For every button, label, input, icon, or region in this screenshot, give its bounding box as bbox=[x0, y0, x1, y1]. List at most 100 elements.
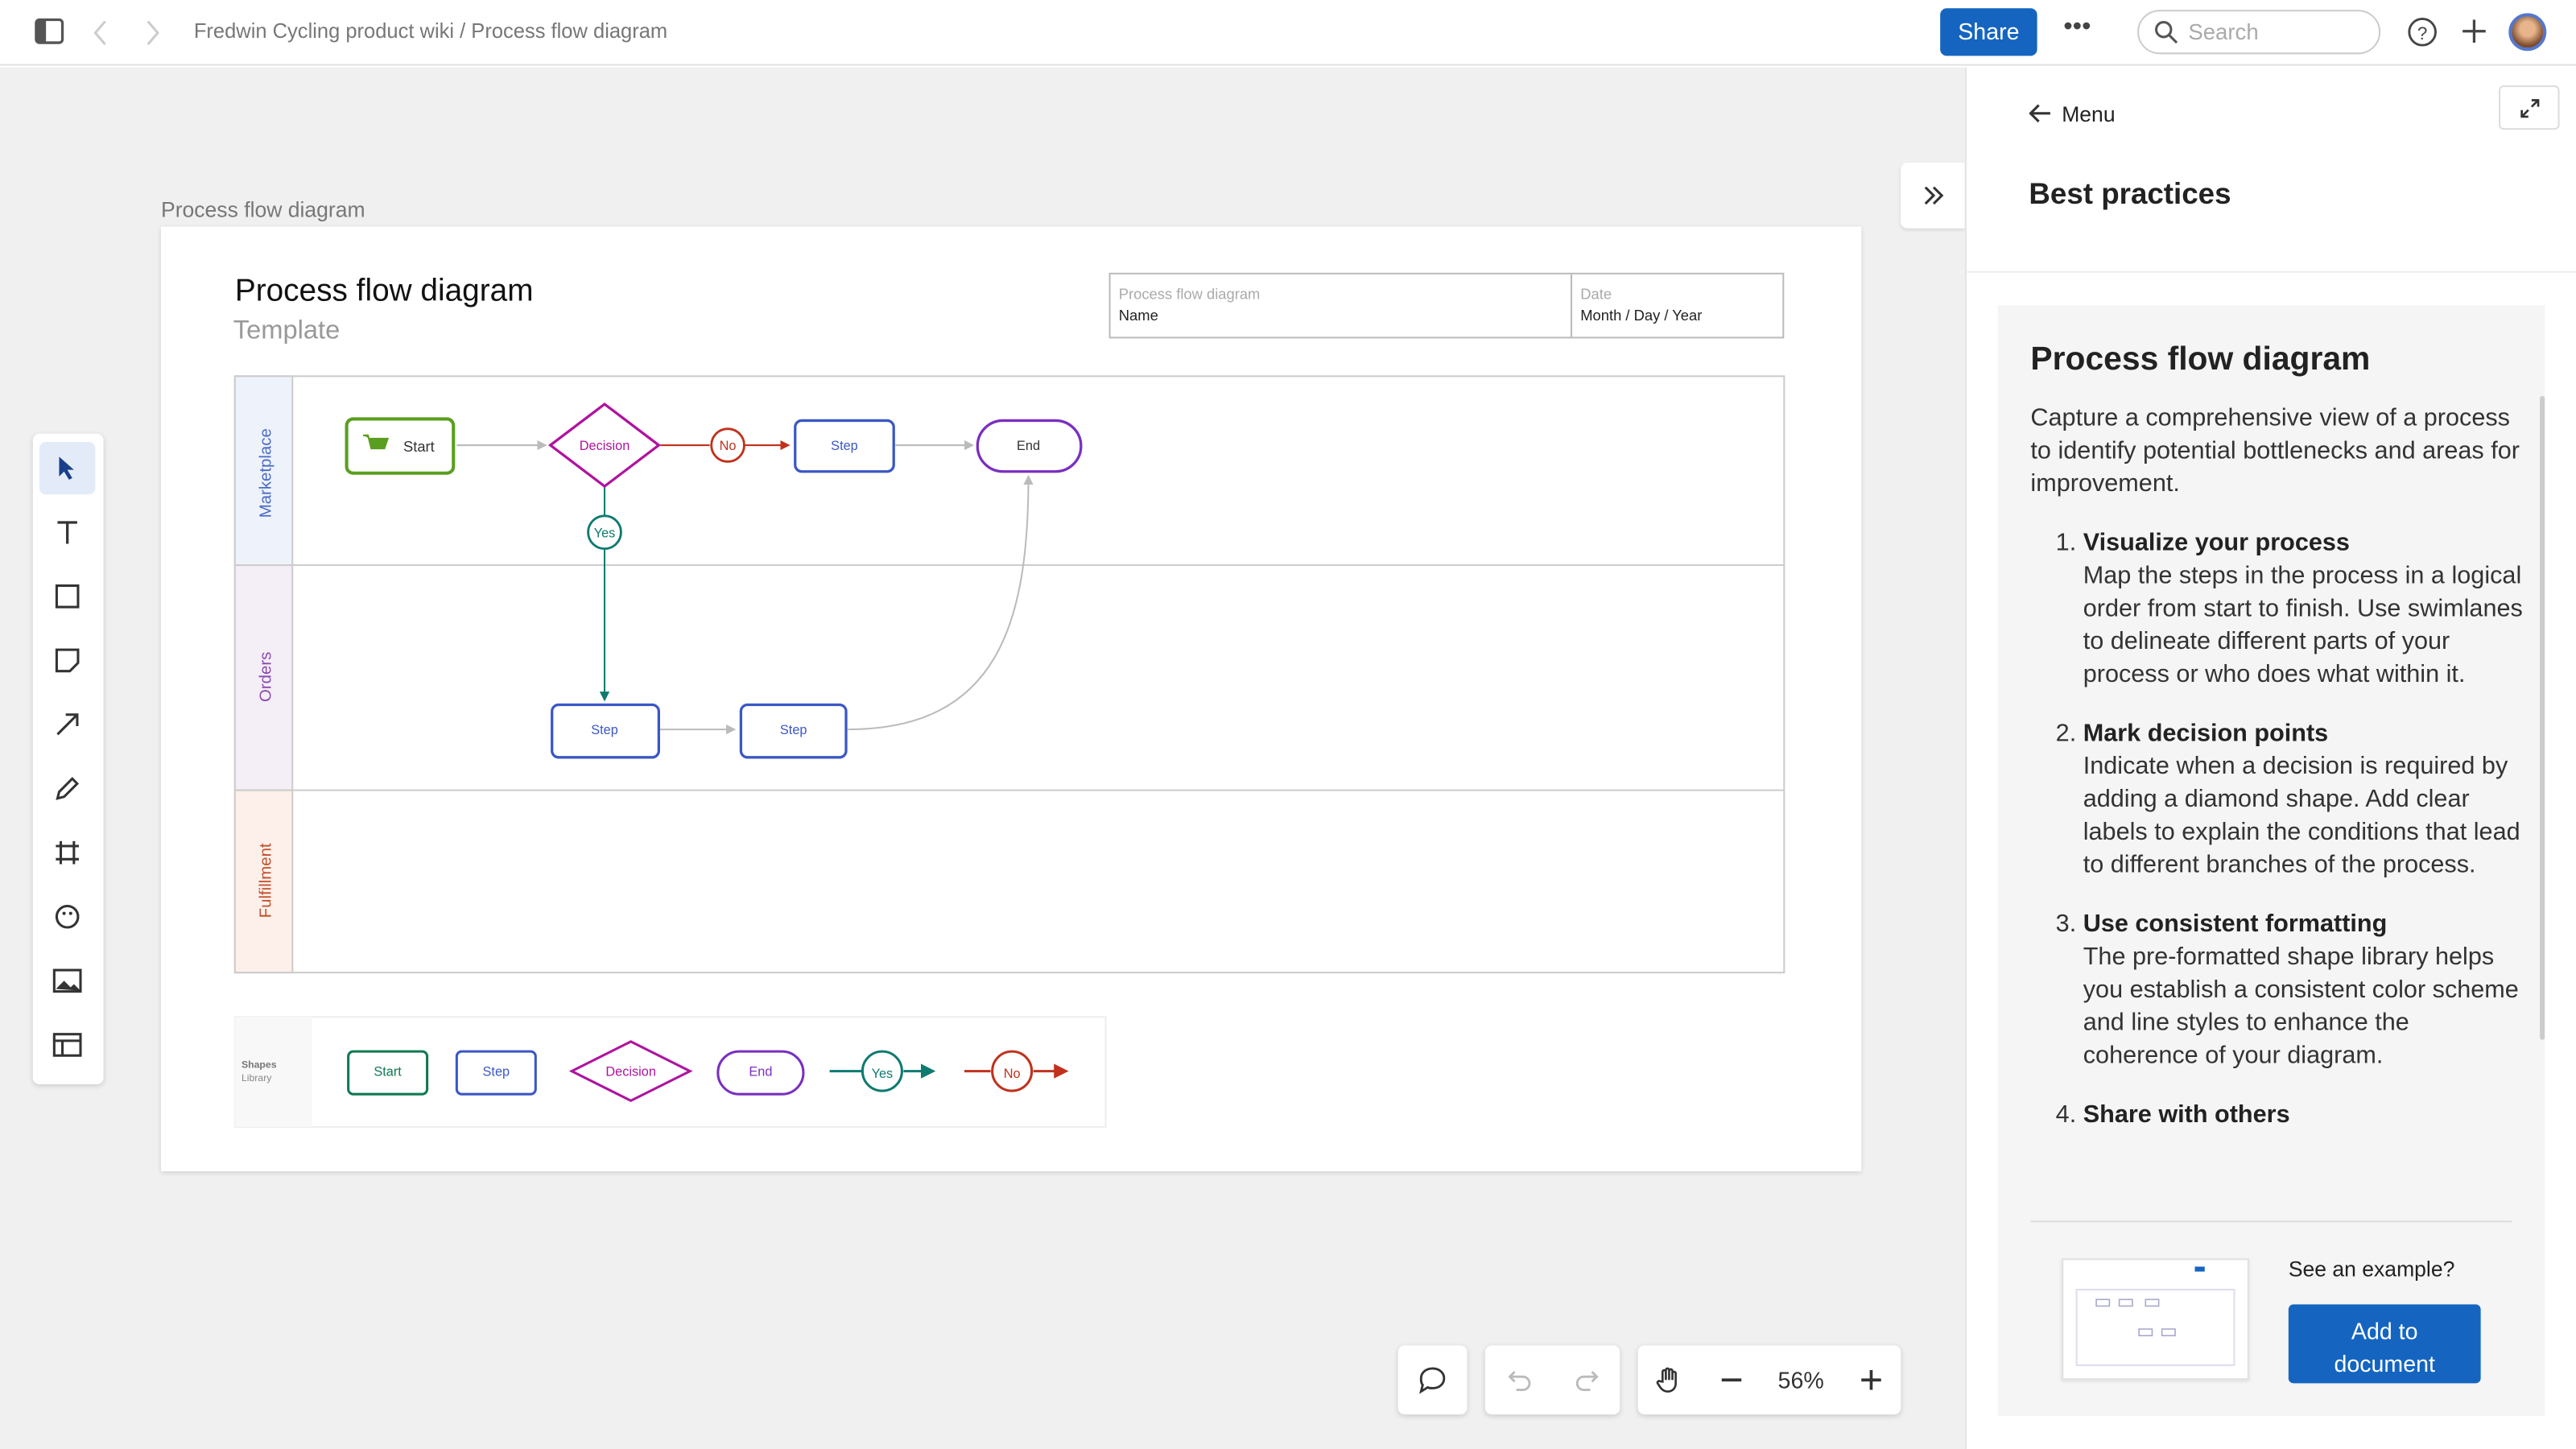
library-start-shape bbox=[347, 1050, 429, 1096]
help-icon[interactable]: ? bbox=[2407, 16, 2438, 47]
select-tool[interactable] bbox=[39, 441, 96, 495]
yes-node bbox=[587, 514, 622, 551]
swimlane-container bbox=[233, 375, 1785, 974]
lane-label-fulfillment: Fulfillment bbox=[258, 843, 275, 918]
step-label: Step bbox=[780, 723, 807, 737]
example-thumbnail[interactable] bbox=[2062, 1258, 2249, 1381]
library-yes-label: Yes bbox=[872, 1067, 894, 1081]
date-label: Date bbox=[1580, 286, 1612, 303]
right-panel: Menu Best practices Process flow diagram… bbox=[1964, 67, 2576, 1449]
library-end-label: End bbox=[749, 1065, 772, 1080]
scrollbar[interactable] bbox=[2540, 395, 2545, 1040]
see-example-text: See an example? bbox=[2288, 1257, 2455, 1282]
add-to-document-button[interactable]: Add to document bbox=[2288, 1304, 2481, 1384]
breadcrumb[interactable]: Fredwin Cycling product wiki / Process f… bbox=[193, 19, 668, 43]
forward-icon[interactable] bbox=[145, 19, 161, 46]
template-tool[interactable] bbox=[39, 1018, 95, 1071]
library-end-shape bbox=[716, 1050, 805, 1096]
image-tool[interactable] bbox=[39, 955, 95, 1007]
no-node bbox=[710, 427, 745, 463]
share-button[interactable]: Share bbox=[1940, 8, 2037, 56]
frame-tool[interactable] bbox=[39, 827, 95, 879]
back-icon[interactable] bbox=[92, 19, 108, 46]
arrow-left-icon[interactable] bbox=[2029, 104, 2052, 123]
more-icon[interactable]: ••• bbox=[2063, 13, 2091, 42]
library-no-shape bbox=[991, 1050, 1034, 1092]
library-title: Shapes bbox=[242, 1059, 277, 1071]
svg-text:?: ? bbox=[2417, 23, 2427, 43]
arrow-tool[interactable] bbox=[39, 698, 95, 750]
cart-icon bbox=[363, 434, 390, 450]
step-node bbox=[551, 703, 660, 759]
zoom-out-icon[interactable] bbox=[1718, 1367, 1744, 1393]
menu-back-link[interactable]: Menu bbox=[2062, 101, 2116, 127]
decision-node bbox=[547, 402, 662, 489]
undo-redo-group bbox=[1484, 1345, 1620, 1415]
sticker-tool[interactable] bbox=[39, 890, 95, 943]
step-label: Step bbox=[591, 723, 618, 737]
pen-tool[interactable] bbox=[39, 762, 95, 815]
frame-label: Process flow diagram bbox=[160, 196, 365, 222]
decision-label: Decision bbox=[580, 439, 630, 453]
library-step-shape bbox=[455, 1050, 537, 1096]
double-chevron-right-icon bbox=[1923, 186, 1943, 205]
text-icon bbox=[57, 521, 77, 544]
step-label: Step bbox=[831, 439, 858, 453]
lane-header-marketplace bbox=[233, 375, 294, 567]
image-icon bbox=[52, 968, 82, 993]
panel-heading: Best practices bbox=[2029, 177, 2231, 211]
connector bbox=[848, 474, 1034, 731]
library-decision-shape bbox=[568, 1040, 693, 1103]
library-subtitle: Library bbox=[242, 1072, 272, 1084]
date-value[interactable]: Month / Day / Year bbox=[1580, 307, 1703, 324]
diagram-subtitle: Template bbox=[233, 316, 341, 345]
name-value[interactable]: Name bbox=[1118, 307, 1158, 324]
library-yes-shape bbox=[861, 1050, 903, 1092]
card-title: Process flow diagram bbox=[2030, 341, 2371, 378]
end-node bbox=[976, 419, 1083, 473]
lane-label-orders: Orders bbox=[258, 652, 275, 702]
square-icon bbox=[55, 584, 80, 609]
left-toolbar bbox=[32, 433, 104, 1084]
collapse-panel-button[interactable] bbox=[1901, 163, 1965, 229]
library-step-label: Step bbox=[483, 1065, 510, 1080]
no-label: No bbox=[720, 439, 737, 453]
search-input[interactable]: Search bbox=[2137, 10, 2381, 55]
zoom-level[interactable]: 56% bbox=[1777, 1366, 1824, 1393]
comment-button[interactable] bbox=[1397, 1345, 1468, 1415]
lane-label-marketplace: Marketplace bbox=[258, 428, 275, 518]
library-no-label: No bbox=[1004, 1067, 1021, 1081]
zoom-controls: 56% bbox=[1637, 1345, 1901, 1415]
pencil-icon bbox=[56, 777, 80, 800]
sidebar-toggle-icon[interactable] bbox=[35, 18, 64, 44]
step-node bbox=[739, 703, 848, 759]
hand-icon[interactable] bbox=[1655, 1365, 1685, 1395]
sticky-note-tool[interactable] bbox=[39, 634, 95, 687]
add-icon[interactable] bbox=[2461, 18, 2487, 44]
comment-icon bbox=[1419, 1367, 1446, 1394]
layout-icon bbox=[52, 1033, 82, 1057]
step-node bbox=[794, 419, 895, 473]
expand-icon bbox=[2520, 98, 2539, 118]
text-tool[interactable] bbox=[39, 506, 95, 559]
diagram-frame[interactable]: Process flow diagram Template Process fl… bbox=[160, 226, 1862, 1172]
end-label: End bbox=[1017, 439, 1040, 453]
shape-tool[interactable] bbox=[39, 570, 95, 622]
process-diagram: Marketplace Orders Fulfillment Start Dec… bbox=[233, 375, 1785, 1129]
start-label: Start bbox=[403, 438, 435, 455]
pointer-icon bbox=[59, 456, 74, 480]
avatar[interactable] bbox=[2508, 13, 2547, 52]
library-start-label: Start bbox=[374, 1065, 402, 1080]
redo-icon[interactable] bbox=[1573, 1368, 1600, 1392]
undo-icon[interactable] bbox=[1505, 1368, 1532, 1392]
name-label: Process flow diagram bbox=[1118, 286, 1261, 303]
library-decision-label: Decision bbox=[605, 1065, 656, 1080]
zoom-in-icon[interactable] bbox=[1858, 1367, 1885, 1393]
expand-button[interactable] bbox=[2499, 85, 2560, 130]
yes-label: Yes bbox=[594, 526, 616, 540]
diagram-title: Process flow diagram bbox=[234, 274, 534, 309]
